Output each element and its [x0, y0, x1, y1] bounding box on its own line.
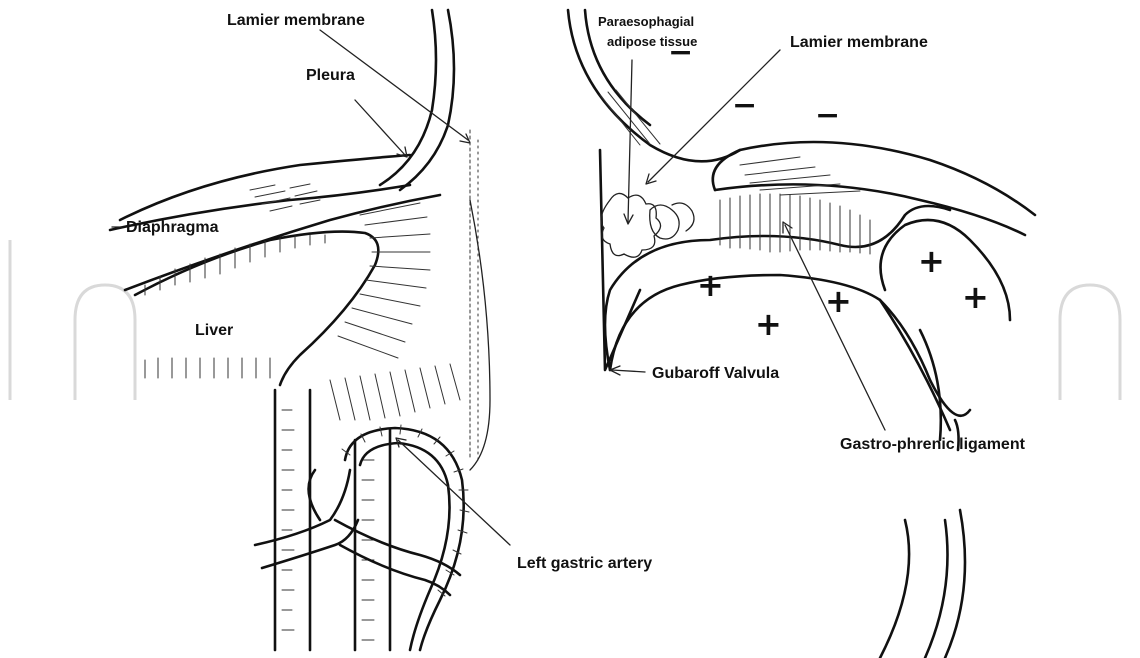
plus-sign: +: [825, 282, 852, 320]
label-lamier-membrane-left: Lamier membrane: [227, 12, 365, 29]
minus-sign: −: [732, 88, 757, 123]
plus-sign: +: [962, 278, 989, 316]
plus-sign: +: [697, 266, 724, 304]
labels: Lamier membrane Pleura Diaphragma Liver …: [126, 12, 1026, 572]
arrow-lamier-left: [320, 30, 468, 140]
label-left-gastric-artery: Left gastric artery: [517, 555, 652, 572]
plus-sign: +: [918, 242, 945, 280]
label-lamier-membrane-right: Lamier membrane: [790, 34, 928, 51]
label-diaphragma: Diaphragma: [126, 219, 219, 236]
plus-sign: +: [755, 305, 782, 343]
minus-sign: −: [815, 98, 840, 133]
label-paraesophagial-line2: adipose tissue: [607, 34, 697, 49]
label-paraesophagial-line1: Paraesophagial: [598, 14, 694, 29]
label-gubaroff-valvula: Gubaroff Valvula: [652, 365, 779, 382]
label-pleura: Pleura: [306, 67, 355, 84]
label-liver: Liver: [195, 322, 233, 339]
left-panel: [110, 10, 510, 650]
label-gastro-phrenic-ligament: Gastro-phrenic ligament: [840, 436, 1026, 453]
watermark: [10, 240, 1120, 400]
